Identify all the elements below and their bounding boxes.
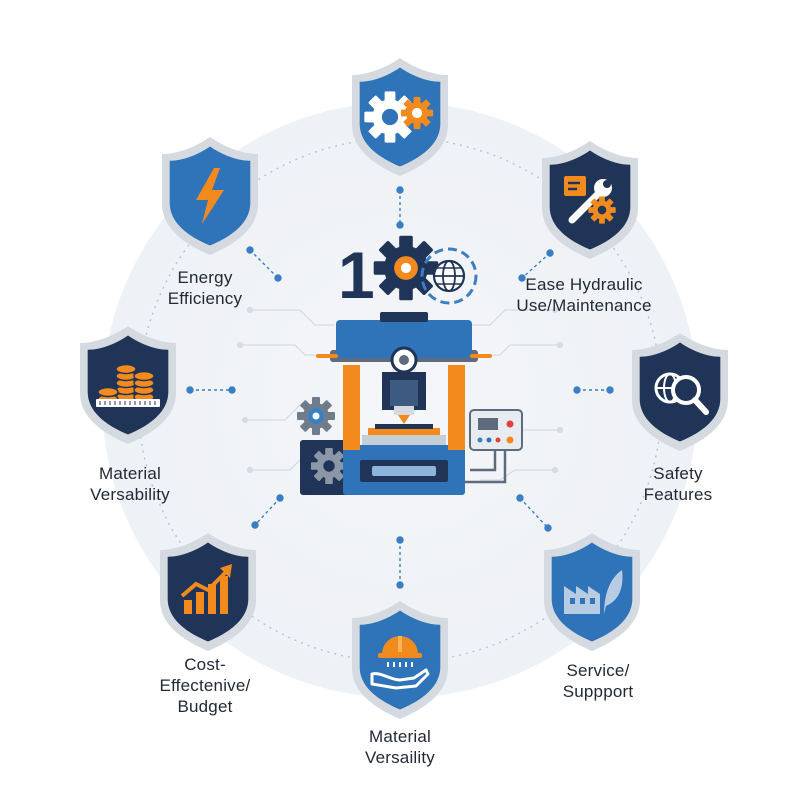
globe-magnifier-icon xyxy=(654,372,709,415)
growth-chart-icon xyxy=(180,564,232,614)
connectors xyxy=(186,186,614,589)
wrench-gear-icon xyxy=(564,176,616,224)
hardhat-hand-icon xyxy=(370,636,430,690)
logo-digit: 1 xyxy=(338,238,375,312)
shield-material-bottom xyxy=(352,601,448,719)
logo-globe-icon xyxy=(420,247,478,305)
press-gear-icon xyxy=(310,447,348,485)
shield-ease xyxy=(542,141,638,259)
circuit-traces xyxy=(236,306,564,481)
label-service-support: Service/Suppport xyxy=(562,661,634,701)
shield-gears xyxy=(352,58,448,176)
shield-cost xyxy=(160,533,256,651)
lightning-icon xyxy=(196,168,224,224)
coin-stacks-icon xyxy=(96,363,160,407)
factory-leaf-icon xyxy=(564,570,623,614)
label-cost-effective: Cost-Effectenive/Budget xyxy=(159,655,251,716)
press-gear-icon-2 xyxy=(297,397,335,435)
feature-shields xyxy=(80,58,728,719)
shield-energy xyxy=(162,137,258,255)
shield-material-left xyxy=(80,326,176,444)
shield-safety xyxy=(632,333,728,451)
gears-icon xyxy=(364,91,434,143)
center-logo: 1 xyxy=(338,235,478,312)
hydraulic-press-illustration xyxy=(297,312,523,495)
logo-gear-icon xyxy=(373,235,439,301)
shield-service xyxy=(544,533,640,651)
